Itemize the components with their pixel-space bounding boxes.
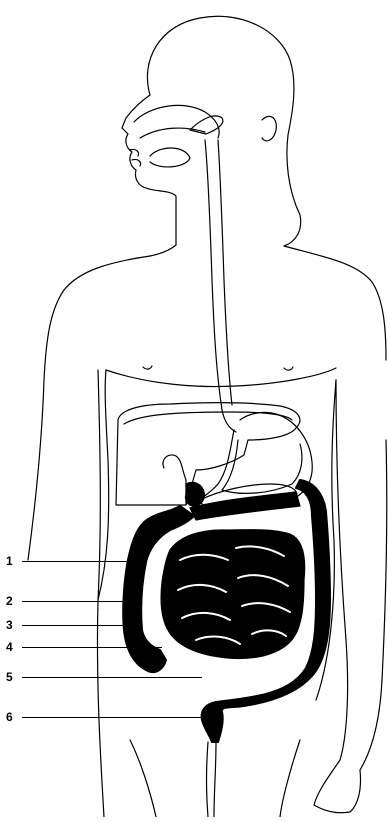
chest-line bbox=[106, 368, 336, 387]
groin-left bbox=[130, 740, 156, 817]
shoulder-left bbox=[28, 256, 150, 560]
esophagus-right bbox=[218, 140, 232, 405]
nasal-cavity bbox=[134, 105, 219, 138]
neck-left bbox=[150, 245, 176, 256]
leader-line-6 bbox=[22, 717, 204, 718]
nipple-left bbox=[284, 367, 293, 370]
label-3: 3 bbox=[6, 618, 22, 632]
nipple-right bbox=[143, 366, 152, 369]
leader-line-4 bbox=[22, 647, 162, 648]
gallbladder bbox=[163, 455, 186, 505]
liver-inner bbox=[124, 412, 292, 424]
label-5: 5 bbox=[6, 670, 22, 684]
rectum bbox=[207, 742, 217, 817]
shoulder-right bbox=[284, 246, 386, 360]
label-4: 4 bbox=[6, 640, 22, 654]
label-6: 6 bbox=[6, 710, 22, 724]
stomach-inner bbox=[222, 440, 302, 493]
label-1: 1 bbox=[6, 554, 22, 568]
left-arm-outer bbox=[360, 440, 387, 770]
ear bbox=[262, 116, 276, 140]
tongue bbox=[150, 148, 190, 167]
left-arm-inner bbox=[336, 380, 348, 760]
label-2: 2 bbox=[6, 594, 22, 608]
leader-line-1 bbox=[22, 561, 140, 562]
groin-right bbox=[280, 740, 300, 817]
transverse-colon bbox=[190, 492, 300, 520]
face-profile bbox=[122, 95, 176, 245]
leader-line-2 bbox=[22, 601, 128, 602]
right-arm-inner bbox=[97, 370, 104, 817]
leader-line-3 bbox=[22, 625, 132, 626]
leader-line-5 bbox=[22, 677, 202, 678]
liver bbox=[116, 403, 300, 505]
hand bbox=[314, 760, 361, 813]
head-outline bbox=[147, 16, 300, 246]
duodenum bbox=[185, 482, 204, 506]
palate bbox=[140, 128, 205, 138]
